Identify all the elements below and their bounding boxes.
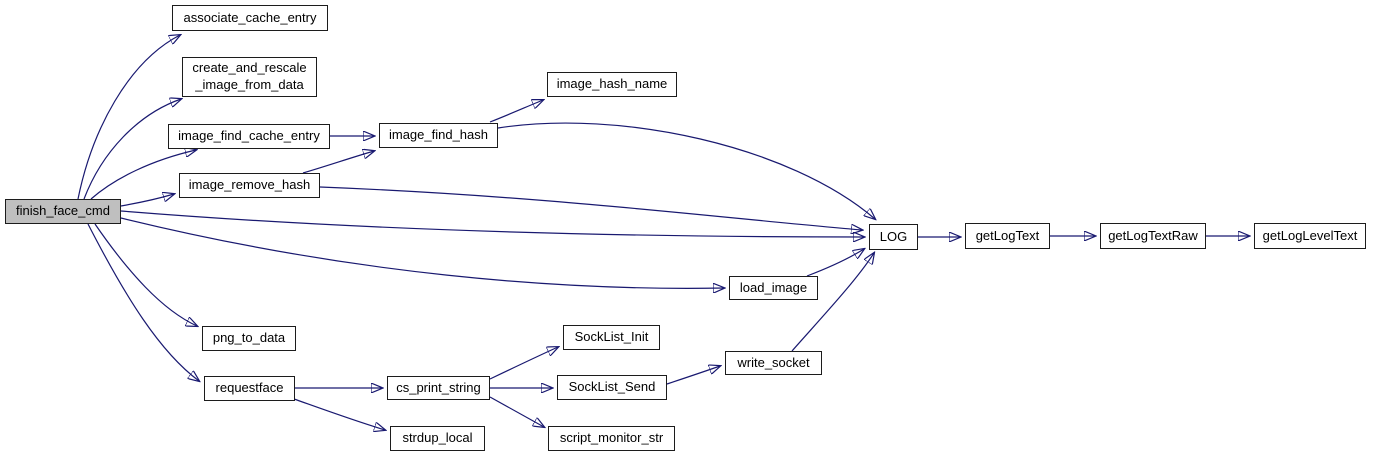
edge-image-remove-hash--image-find-hash: [302, 151, 374, 174]
edge-finish-face-cmd--log: [120, 210, 864, 237]
node-image-find-hash[interactable]: image_find_hash: [379, 123, 498, 148]
node-log[interactable]: LOG: [869, 224, 918, 250]
node-strdup-local[interactable]: strdup_local: [390, 426, 485, 451]
node-finish-face-cmd[interactable]: finish_face_cmd: [5, 199, 121, 224]
edge-finish-face-cmd--image-find-cache-entry: [90, 150, 196, 200]
node-png-to-data[interactable]: png_to_data: [202, 326, 296, 351]
node-create-and-rescale-image-from-data[interactable]: create_and_rescale _image_from_data: [182, 57, 317, 97]
node-image-hash-name[interactable]: image_hash_name: [547, 72, 677, 97]
node-socklist-init[interactable]: SockList_Init: [563, 325, 660, 350]
node-socklist-send[interactable]: SockList_Send: [557, 375, 667, 400]
edge-load-image--log: [806, 249, 864, 277]
node-load-image[interactable]: load_image: [729, 276, 818, 300]
edge-requestface--strdup-local: [293, 398, 385, 430]
edge-finish-face-cmd--load-image: [120, 217, 724, 288]
edge-finish-face-cmd--requestface: [87, 223, 199, 381]
node-associate-cache-entry[interactable]: associate_cache_entry: [172, 5, 328, 31]
node-write-socket[interactable]: write_socket: [725, 351, 822, 375]
edge-write-socket--log: [791, 253, 874, 352]
node-image-find-cache-entry[interactable]: image_find_cache_entry: [168, 124, 330, 149]
edge-cs-print-string--socklist-init: [489, 347, 558, 380]
edge-cs-print-string--script-monitor-str: [489, 396, 544, 427]
node-getlogtextraw[interactable]: getLogTextRaw: [1100, 223, 1206, 249]
node-script-monitor-str[interactable]: script_monitor_str: [548, 426, 675, 451]
edge-socklist-send--write-socket: [666, 366, 720, 385]
node-image-remove-hash[interactable]: image_remove_hash: [179, 173, 320, 198]
edge-finish-face-cmd--image-remove-hash: [120, 194, 174, 207]
edge-image-remove-hash--log: [319, 186, 862, 230]
node-getloglelveltext[interactable]: getLogLevelText: [1254, 223, 1366, 249]
edge-finish-face-cmd--associate-cache-entry: [77, 35, 180, 200]
edge-finish-face-cmd--png-to-data: [94, 223, 197, 326]
node-cs-print-string[interactable]: cs_print_string: [387, 376, 490, 400]
edge-finish-face-cmd--create-and-rescale-image-from-data: [83, 99, 181, 200]
node-getlogtext[interactable]: getLogText: [965, 223, 1050, 249]
node-requestface[interactable]: requestface: [204, 376, 295, 401]
edge-image-find-hash--image-hash-name: [489, 100, 543, 123]
edge-image-find-hash--log: [497, 122, 875, 219]
